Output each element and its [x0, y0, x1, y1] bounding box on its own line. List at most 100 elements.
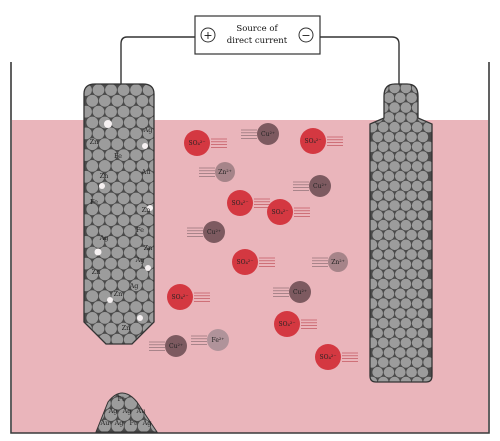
- ion-label: SO₄²⁻: [188, 140, 205, 147]
- metal-atom: [92, 279, 105, 292]
- metal-atom: [130, 214, 143, 227]
- metal-atom: [395, 190, 406, 202]
- metal-atom: [136, 181, 149, 194]
- anode-metal-label: Zn: [100, 172, 109, 180]
- metal-atom: [123, 138, 136, 151]
- metal-atom: [372, 92, 384, 104]
- metal-atom: [383, 347, 395, 358]
- iron-ion-sphere: [207, 329, 229, 351]
- metal-atom: [92, 322, 105, 335]
- metal-atom: [149, 246, 154, 259]
- metal-atom: [111, 203, 124, 216]
- metal-atom: [142, 105, 154, 118]
- ion-label: Cu²⁺: [293, 289, 307, 296]
- sulfate-ion-sphere: [315, 344, 341, 370]
- sulfate-ion: SO₄²⁻: [274, 311, 317, 337]
- metal-atom: [378, 141, 389, 153]
- metal-atom: [86, 181, 99, 194]
- sulfate-ion-sphere: [300, 128, 326, 154]
- sludge-metal-label: Au: [136, 407, 146, 415]
- metal-atom: [372, 210, 384, 221]
- metal-atom: [370, 376, 378, 382]
- metal-atom: [105, 149, 117, 162]
- metal-atom: [411, 357, 423, 368]
- metal-atom: [383, 327, 395, 339]
- metal-atom: [423, 141, 432, 153]
- zinc-ion-sphere: [215, 162, 235, 182]
- metal-atom: [423, 298, 432, 309]
- metal-atom: [372, 170, 384, 182]
- metal-atom: [111, 397, 124, 410]
- anode-pit: [137, 315, 143, 321]
- metal-atom: [372, 327, 384, 339]
- metal-atom: [98, 268, 111, 281]
- metal-atom: [142, 149, 154, 162]
- metal-atom: [372, 190, 384, 202]
- metal-atom: [370, 180, 378, 192]
- metal-atom: [105, 236, 117, 248]
- metal-atom: [417, 268, 429, 280]
- metal-atom: [92, 105, 105, 118]
- metal-atom: [395, 131, 406, 143]
- anode-pit: [107, 297, 113, 303]
- metal-atom: [411, 161, 423, 172]
- pure-cathode: [369, 83, 433, 383]
- positive-terminal-icon: [200, 27, 216, 43]
- metal-atom: [372, 268, 384, 280]
- metal-atom: [123, 160, 136, 172]
- metal-atom: [105, 170, 117, 183]
- metal-atom: [411, 239, 423, 251]
- anode-metal-label: Zn: [114, 290, 123, 298]
- ion-label: Cu²⁺: [207, 229, 221, 236]
- anode-metal-label: Fe: [114, 152, 122, 160]
- metal-atom: [370, 298, 378, 309]
- metal-atom: [142, 214, 154, 227]
- sludge-metal-label: Au: [100, 419, 110, 427]
- anode-metal-label: Zn: [144, 244, 153, 252]
- metal-atom: [395, 288, 406, 300]
- metal-atom: [118, 408, 131, 421]
- metal-atom: [117, 236, 130, 248]
- anode-pit: [147, 205, 153, 211]
- metal-atom: [123, 246, 136, 259]
- metal-atom: [149, 160, 154, 172]
- metal-atom: [400, 278, 412, 290]
- metal-atom: [92, 170, 105, 183]
- metal-atom: [395, 308, 406, 319]
- ion-label: Cu²⁺: [169, 343, 183, 350]
- metal-atom: [406, 288, 417, 300]
- source-label-line2: direct current: [227, 36, 288, 46]
- metal-atom: [86, 290, 99, 302]
- metal-atom: [383, 190, 395, 202]
- metal-atom: [117, 84, 130, 96]
- metal-atom: [406, 347, 417, 358]
- negative-sign: −: [301, 29, 310, 42]
- metal-atom: [395, 327, 406, 339]
- metal-atom: [406, 112, 417, 123]
- copper-ion-sphere: [165, 335, 187, 357]
- metal-atom: [372, 347, 384, 358]
- metal-atom: [370, 200, 378, 211]
- copper-ion: Cu²⁺: [187, 221, 225, 243]
- metal-atom: [383, 151, 395, 162]
- metal-atom: [142, 236, 154, 248]
- metal-atom: [389, 180, 400, 192]
- metal-atom: [372, 288, 384, 300]
- metal-atom: [400, 161, 412, 172]
- metal-atom: [117, 279, 130, 292]
- metal-atom: [86, 160, 99, 172]
- metal-atom: [105, 105, 117, 118]
- metal-atom: [417, 92, 429, 104]
- sludge-metal-label: Ag: [142, 419, 152, 427]
- metal-atom: [423, 337, 432, 349]
- metal-atom: [389, 357, 400, 368]
- metal-atom: [372, 131, 384, 143]
- metal-atom: [389, 84, 400, 94]
- metal-atom: [118, 393, 131, 399]
- metal-atom: [417, 210, 429, 221]
- metal-atom: [86, 138, 99, 151]
- sulfate-ion: SO₄²⁻: [232, 249, 275, 275]
- metal-atom: [395, 170, 406, 182]
- metal-atom: [92, 84, 105, 96]
- metal-atom: [400, 337, 412, 349]
